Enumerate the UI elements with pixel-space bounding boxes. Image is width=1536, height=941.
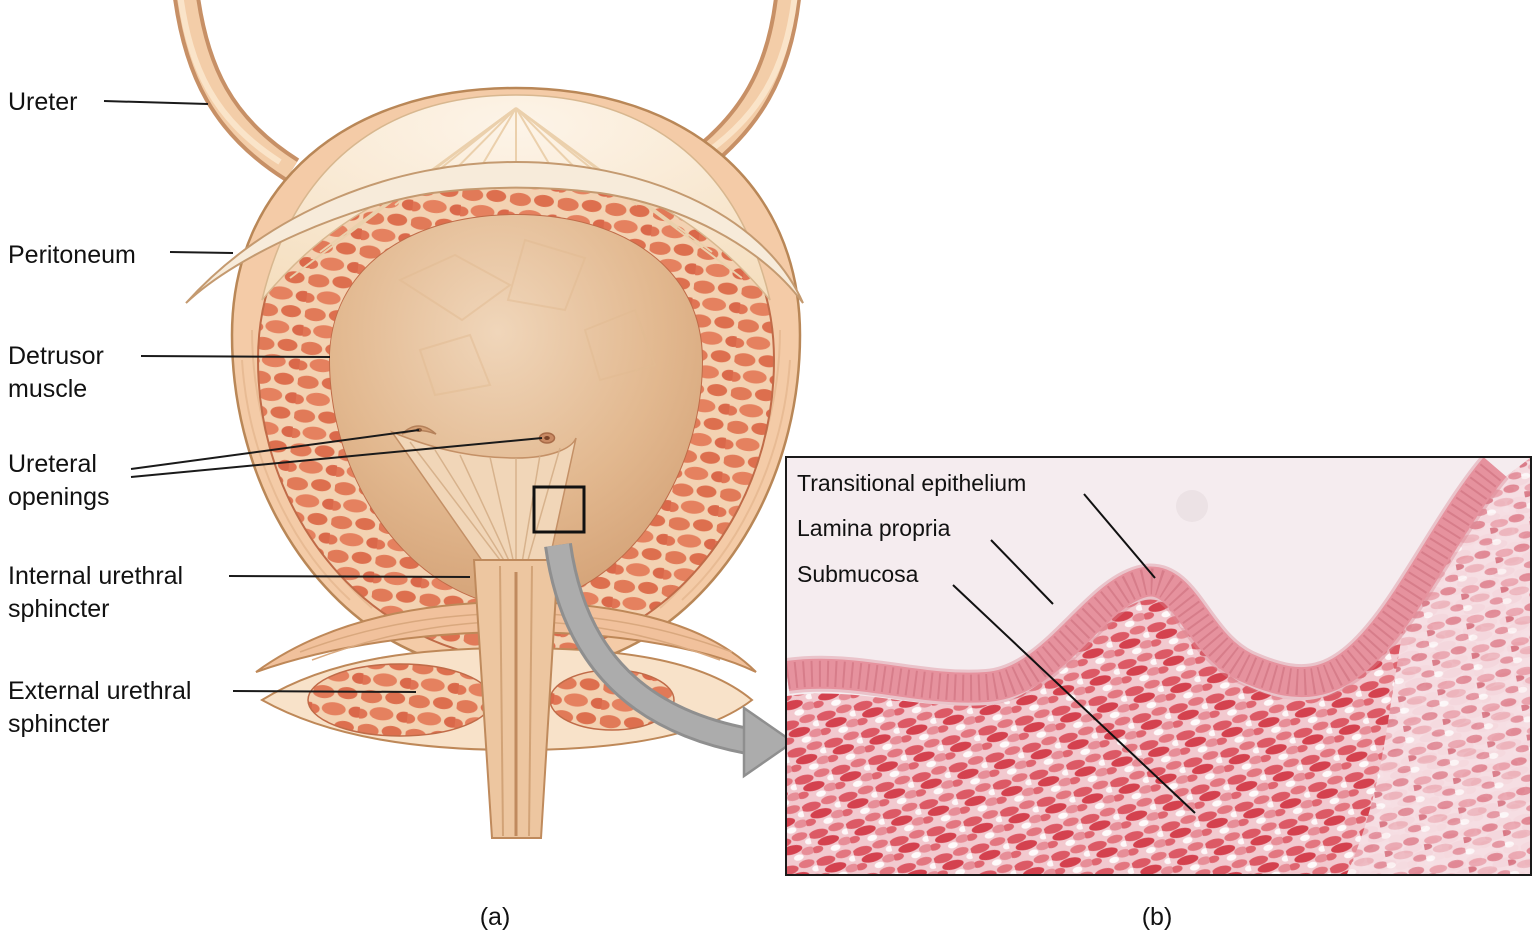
submucosa-tissue [787, 458, 1530, 874]
detail-selection-rectangle [532, 485, 586, 534]
micrograph-artifact [1176, 490, 1208, 522]
ureter-left-tube [173, 0, 300, 182]
label-peritoneum: Peritoneum [8, 241, 136, 269]
label-ureteral-openings: Ureteral openings [8, 450, 110, 511]
caption-a: (a) [479, 903, 511, 931]
leader-lines [103, 100, 543, 693]
zoom-arrow [544, 543, 796, 779]
ureteral-opening-right [538, 432, 556, 444]
label-lamina-propria: Lamina propria [797, 515, 951, 541]
lumen-mucosa-folds [397, 238, 657, 397]
funnel-striations [409, 441, 561, 565]
label-detrusor-muscle: Detrusor muscle [8, 342, 104, 403]
bladder-lumen [330, 215, 702, 606]
label-submucosa: Submucosa [797, 561, 919, 587]
micrograph-tissue [787, 458, 1530, 874]
transitional-epithelium-band [787, 458, 1509, 706]
label-ureter: Ureter [8, 88, 78, 116]
right-tissue-fold [1347, 458, 1530, 874]
urethra-tube [472, 559, 560, 839]
micrograph-image: Transitional epithelium Lamina propria S… [785, 456, 1532, 876]
label-transitional-epithelium: Transitional epithelium [797, 470, 1027, 496]
peritoneum-membrane [185, 160, 804, 304]
micrograph-leader-lines [952, 493, 1196, 814]
label-external-urethral-sphincter: External urethral sphincter [8, 677, 192, 738]
caption-b: (b) [1141, 903, 1173, 931]
label-internal-urethral-sphincter: Internal urethral sphincter [8, 562, 184, 623]
